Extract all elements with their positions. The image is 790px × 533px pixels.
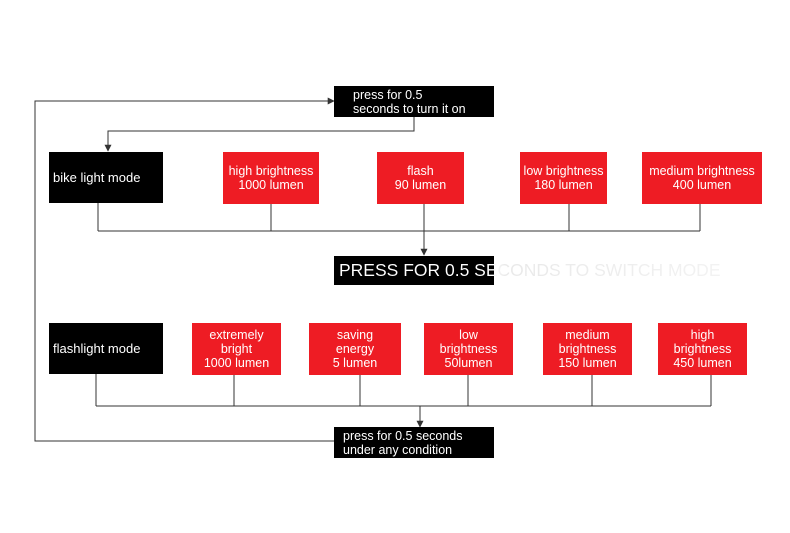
top-press-note: press for 0.5 seconds to turn it on: [334, 86, 494, 117]
bike-mode-medium-brightness: medium brightness 400 lumen: [642, 152, 762, 204]
flash-mode-high-brightness: high brightness 450 lumen: [658, 323, 747, 375]
flashlight-mode-label: flashlight mode: [49, 323, 163, 374]
bike-mode-high-brightness: high brightness 1000 lumen: [223, 152, 319, 204]
flash-mode-low-brightness: low brightness 50lumen: [424, 323, 513, 375]
bottom-press-note: press for 0.5 seconds under any conditio…: [334, 427, 494, 458]
switch-mode-banner: PRESS FOR 0.5 SECONDS TO SWITCH MODE: [334, 256, 762, 285]
banner-background: [334, 256, 494, 285]
flash-mode-medium-brightness: medium brightness 150 lumen: [543, 323, 632, 375]
power-on-line: [104, 117, 415, 152]
flash-mode-extremely-bright: extremely bright 1000 lumen: [192, 323, 281, 375]
bike-mode-low-brightness: low brightness 180 lumen: [520, 152, 607, 204]
loop-line: [34, 97, 335, 442]
banner-text: PRESS FOR 0.5 SECONDS TO SWITCH MODE: [339, 260, 721, 280]
flash-mode-saving-energy: saving energy 5 lumen: [309, 323, 401, 375]
bike-light-mode-label: bike light mode: [49, 152, 163, 203]
bike-mode-flash: flash 90 lumen: [377, 152, 464, 204]
